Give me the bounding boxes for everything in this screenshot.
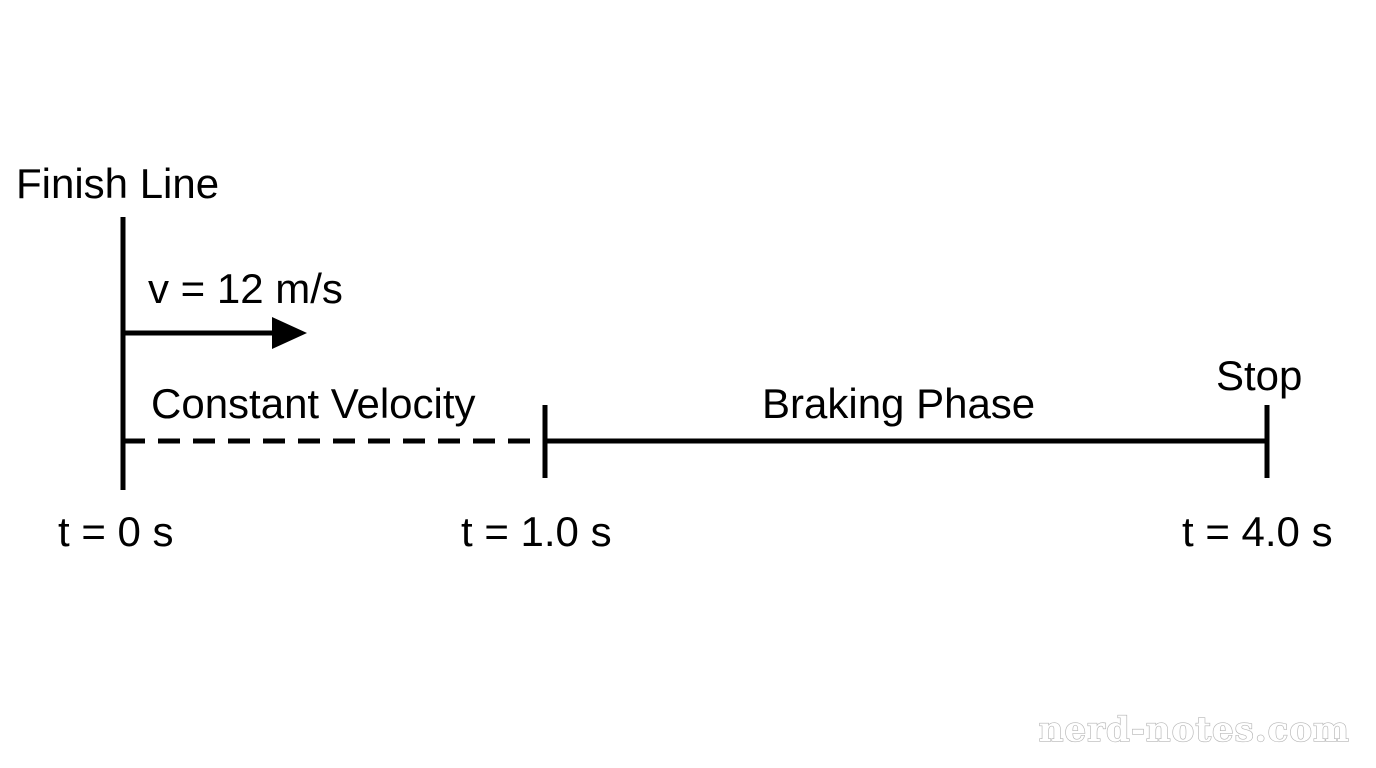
velocity-arrowhead <box>272 317 307 349</box>
watermark: nerd-notes.com <box>1039 710 1350 750</box>
velocity-label: v = 12 m/s <box>148 265 343 312</box>
stop-label: Stop <box>1216 352 1302 399</box>
time-stop-label: t = 4.0 s <box>1182 508 1333 555</box>
time-brake-label: t = 1.0 s <box>461 508 612 555</box>
time-start-label: t = 0 s <box>58 508 174 555</box>
constant-velocity-label: Constant Velocity <box>151 380 476 427</box>
finish-line-label: Finish Line <box>16 160 219 207</box>
braking-phase-label: Braking Phase <box>762 380 1035 427</box>
